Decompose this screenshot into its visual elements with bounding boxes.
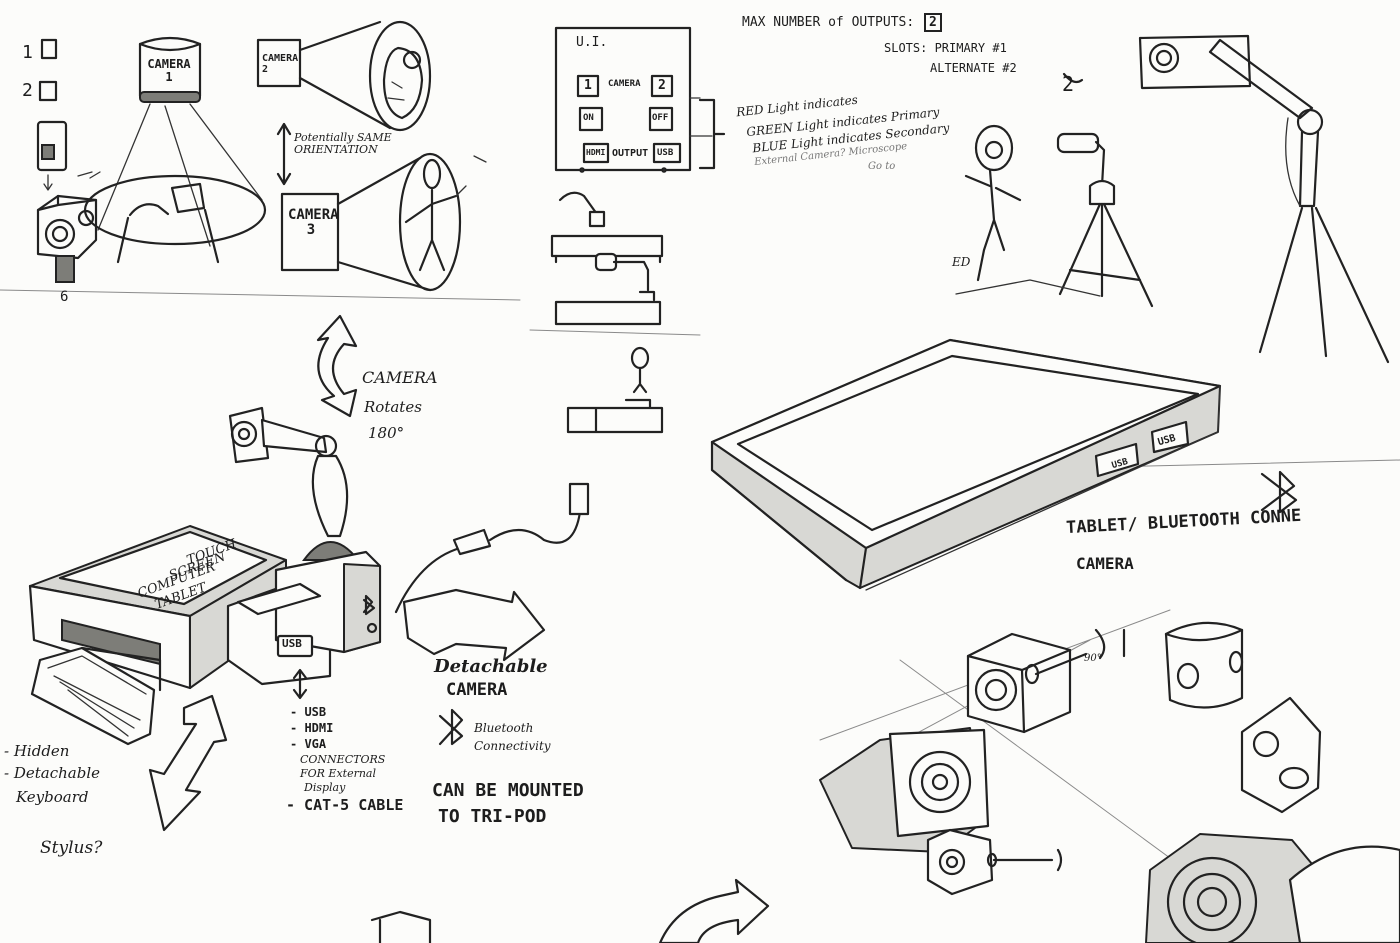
camera3-label: CAMERA 3 — [288, 207, 339, 238]
wall-outlet — [568, 482, 590, 516]
ed-fragment-label: ED — [952, 255, 971, 269]
dock-usb-port-label: USB — [282, 637, 302, 650]
keyboard-sketch — [30, 646, 162, 746]
camera-rotates-label: CAMERA — [362, 368, 438, 387]
bluetooth-label-2: Connectivity — [474, 739, 551, 753]
stylus-label: Stylus? — [40, 838, 103, 858]
list-hdmi-label: - HDMI — [290, 721, 334, 735]
cable-plug — [452, 528, 492, 556]
ui-title: U.I. — [576, 35, 608, 50]
max-outputs-label: MAX NUMBER of OUTPUTS: 2 — [742, 13, 942, 32]
camera1-sketch — [83, 36, 267, 264]
list-usb-label: - USB — [290, 705, 327, 719]
ui-camera-label: CAMERA — [608, 79, 641, 89]
dock-base — [28, 525, 382, 690]
goto-note: Go to — [868, 161, 896, 172]
detachable-camera-label-2: CAMERA — [446, 680, 508, 700]
step-angle-label: 6 — [60, 289, 69, 305]
detachable-camera-label-1: Detachable — [434, 656, 548, 677]
mini-mount-sketches — [550, 191, 664, 434]
cat5-cable-label: - CAT-5 CABLE — [286, 796, 404, 814]
step-1-label: 1 — [22, 42, 33, 63]
camera3-sketch — [280, 152, 487, 292]
hidden-label: - Hidden — [4, 742, 70, 760]
ui-off-button: OFF — [652, 113, 669, 123]
step-2-label: 2 — [22, 80, 33, 101]
display-label: Display — [304, 781, 346, 794]
max-outputs-text: MAX NUMBER of OUTPUTS: — [742, 15, 915, 30]
bluetooth-icon — [1260, 470, 1298, 514]
rotate-arrow — [316, 314, 358, 418]
camera2-sketch — [256, 20, 432, 132]
two-mark-label: 2 — [1062, 72, 1075, 96]
bottom-fragment-arrow — [658, 878, 770, 943]
bluetooth-label-1: Bluetooth — [474, 721, 534, 735]
slots-primary-label: SLOTS: PRIMARY #1 — [884, 41, 1007, 55]
for-external-label: FOR External — [300, 767, 377, 780]
connectors-label: CONNECTORS — [300, 753, 386, 766]
same-orientation-note: Potentially SAME ORIENTATION — [294, 131, 392, 156]
step-sketches — [36, 38, 101, 283]
ui-output-label: OUTPUT — [612, 148, 649, 159]
list-vga-label: - VGA — [290, 737, 327, 751]
mounted-label-1: CAN BE MOUNTED — [432, 780, 584, 801]
max-outputs-value: 2 — [924, 13, 942, 32]
orientation-arrow — [276, 122, 292, 186]
dock-camera-arm — [228, 406, 361, 561]
down-arrow — [148, 694, 228, 832]
ui-button-1: 1 — [584, 78, 592, 93]
up-down-arrow — [292, 668, 308, 700]
cable-line — [394, 510, 582, 614]
ui-button-2: 2 — [658, 78, 666, 93]
bluetooth-small-icon — [438, 708, 464, 746]
slots-alternate-label: ALTERNATE #2 — [930, 61, 1017, 75]
camera-cube-sketches — [819, 609, 1400, 943]
ui-on-button: ON — [583, 113, 594, 123]
rotates-label: Rotates — [364, 398, 422, 416]
ui-panel-sketch — [554, 26, 726, 173]
tablet-sketch — [710, 338, 1222, 591]
tripod-person-sketch — [955, 72, 1154, 308]
ui-usb-button: USB — [657, 148, 674, 158]
ui-hdmi-button: HDMI — [586, 148, 606, 157]
detachable-keyboard-label-1: - Detachable — [4, 764, 100, 782]
camera2-label: CAMERA 2 — [262, 53, 299, 75]
right-arrow — [402, 588, 546, 662]
mounted-label-2: TO TRI-POD — [438, 806, 547, 827]
tablet-bluetooth-camera-label: CAMERA — [1076, 554, 1134, 573]
bottom-fragment-left — [370, 910, 432, 943]
tall-tripod-sketch — [1138, 34, 1390, 364]
camera1-label: CAMERA 1 — [147, 57, 191, 84]
ninety-degree-label: 90° — [1084, 653, 1102, 664]
detachable-keyboard-label-2: Keyboard — [16, 788, 89, 806]
rotates-degrees-label: 180° — [368, 424, 405, 442]
